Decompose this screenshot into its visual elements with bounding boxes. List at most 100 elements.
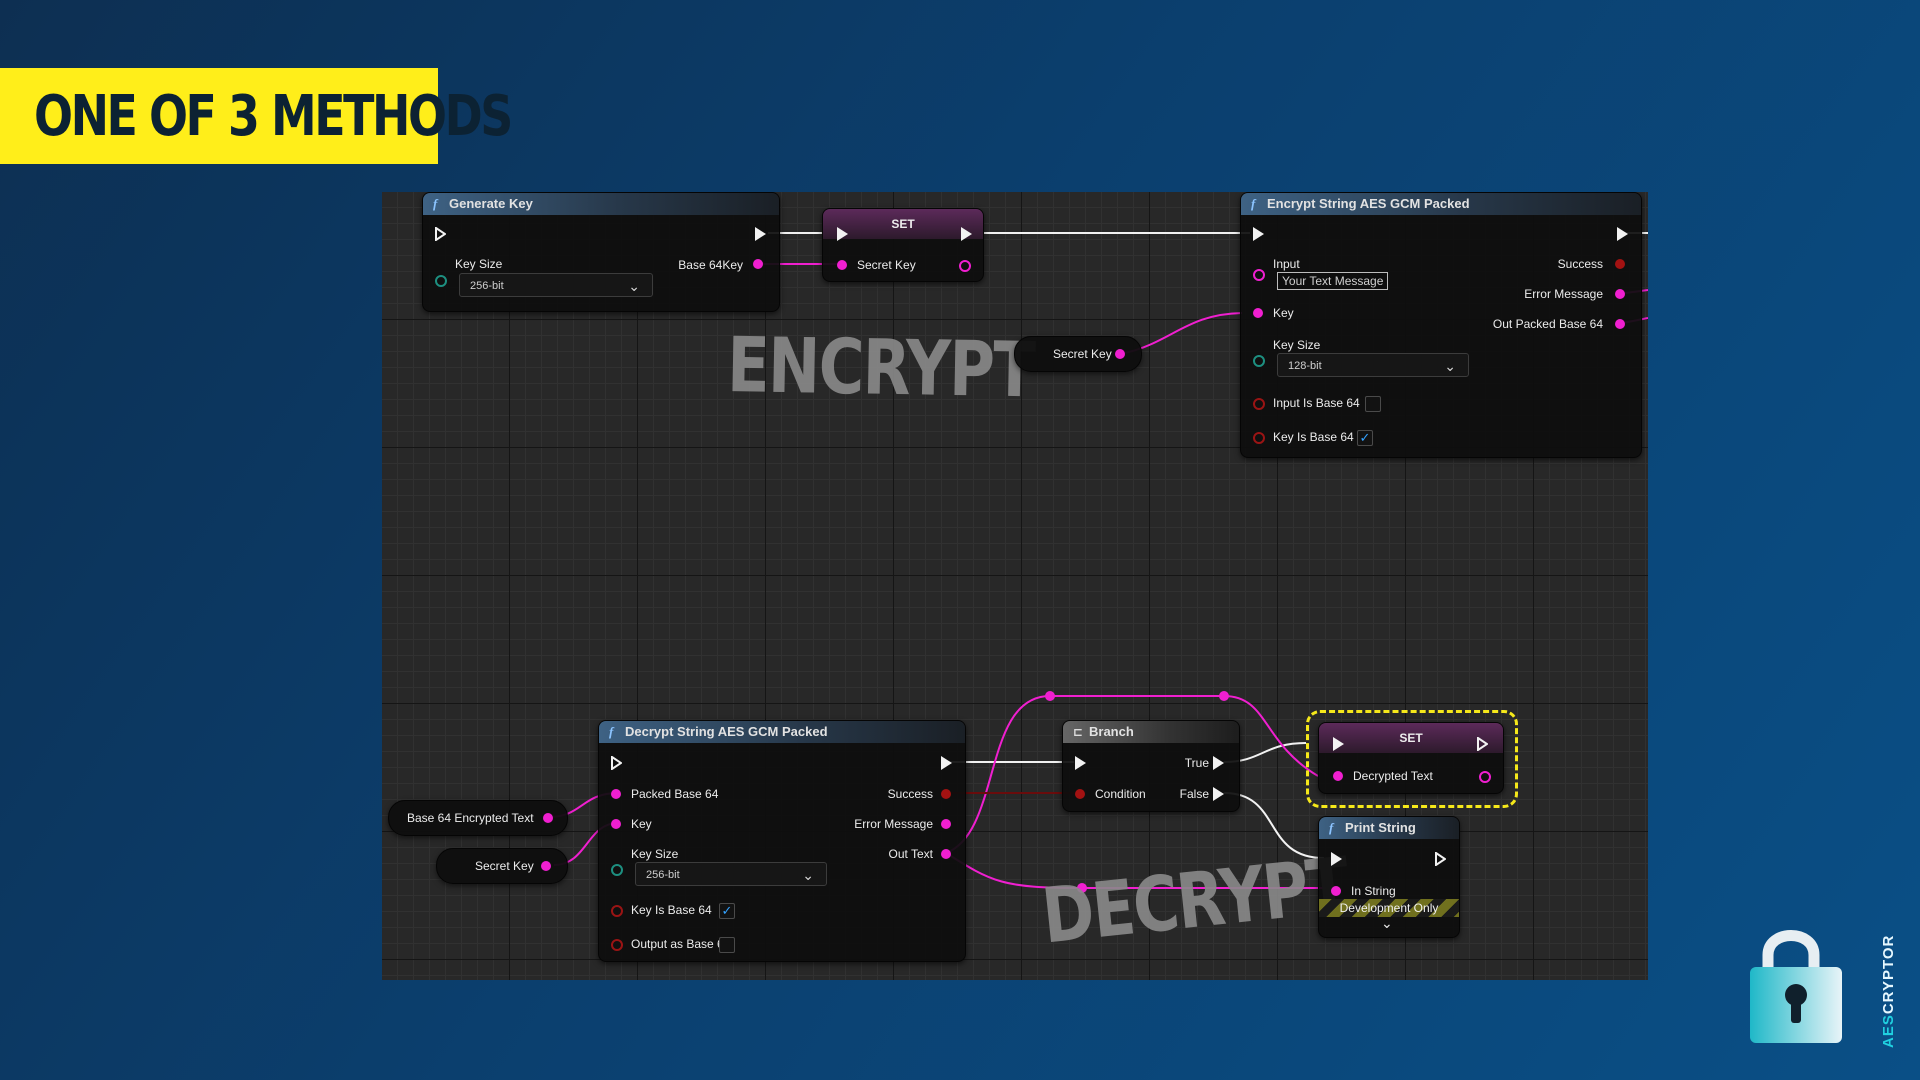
decrypted-text-out-pin[interactable] (1479, 771, 1491, 783)
true-exec-pin[interactable] (1213, 756, 1224, 770)
packed-base64-pin[interactable] (611, 789, 621, 799)
key-pin[interactable] (611, 819, 621, 829)
exec-out-pin[interactable] (941, 756, 952, 770)
expand-icon[interactable]: ⌄ (1381, 915, 1393, 931)
key-size-dropdown[interactable]: 256-bit ⌄ (635, 862, 827, 886)
success-label: Success (887, 787, 933, 801)
node-title: Print String (1345, 820, 1416, 835)
brand-prefix: AES (1880, 1014, 1897, 1048)
variable-out-pin[interactable] (541, 861, 551, 871)
key-pin[interactable] (1253, 308, 1263, 318)
dropdown-value: 128-bit (1288, 360, 1322, 372)
exec-out-pin[interactable] (1617, 227, 1628, 241)
branch-node[interactable]: ⊏Branch Condition True False (1062, 720, 1240, 812)
key-size-pin[interactable] (611, 864, 623, 876)
branch-icon: ⊏ (1073, 725, 1084, 739)
secret-key-out-pin[interactable] (959, 260, 971, 272)
key-is-base64-checkbox[interactable]: ✓ (719, 903, 735, 919)
exec-in-pin[interactable] (837, 227, 848, 241)
set-decrypted-text-node[interactable]: SET Decrypted Text (1318, 722, 1504, 794)
encrypt-watermark: ENCRYPT (726, 320, 1035, 415)
key-size-dropdown[interactable]: 256-bit ⌄ (459, 273, 653, 297)
true-label: True (1184, 756, 1209, 770)
condition-pin[interactable] (1075, 789, 1085, 799)
chevron-down-icon: ⌄ (628, 278, 640, 294)
input-text-field[interactable]: Your Text Message (1277, 272, 1389, 290)
key-size-label: Key Size (455, 257, 503, 271)
secret-key-variable-node[interactable]: Secret Key (1014, 336, 1142, 372)
exec-in-pin[interactable] (435, 227, 446, 241)
banner-text: ONE OF 3 METHODS (34, 83, 513, 149)
key-size-pin[interactable] (1253, 355, 1265, 367)
exec-in-pin[interactable] (1333, 737, 1344, 751)
exec-wire-branch-false-to-print (1223, 792, 1325, 859)
input-is-base64-pin[interactable] (1253, 398, 1265, 410)
dropdown-value: 256-bit (470, 280, 504, 292)
exec-in-pin[interactable] (1253, 227, 1264, 241)
in-string-pin[interactable] (1331, 886, 1341, 896)
function-icon: f (609, 724, 614, 739)
out-packed-pin[interactable] (1615, 319, 1625, 329)
variable-label: Base 64 Encrypted Text (407, 811, 534, 825)
output-as-base64-checkbox[interactable] (719, 937, 735, 953)
function-icon: f (1251, 196, 1256, 211)
key-is-base64-label: Key Is Base 64 (1273, 430, 1354, 444)
selection-highlight (1306, 710, 1518, 808)
success-label: Success (1557, 257, 1603, 271)
variable-out-pin[interactable] (543, 813, 553, 823)
key-is-base64-pin[interactable] (611, 905, 623, 917)
success-pin[interactable] (1615, 259, 1625, 269)
key-is-base64-checkbox[interactable]: ✓ (1357, 430, 1373, 446)
out-text-pin[interactable] (941, 849, 951, 859)
variable-out-pin[interactable] (1115, 349, 1125, 359)
node-header: ⊏Branch (1063, 721, 1239, 743)
chevron-down-icon: ⌄ (802, 867, 814, 883)
exec-in-pin[interactable] (1331, 852, 1342, 866)
node-title: Generate Key (449, 196, 533, 211)
error-message-pin[interactable] (1615, 289, 1625, 299)
output-as-base64-label: Output as Base 64 (631, 937, 731, 951)
condition-label: Condition (1095, 787, 1146, 801)
node-title: Decrypt String AES GCM Packed (625, 724, 828, 739)
output-as-base64-pin[interactable] (611, 939, 623, 951)
exec-in-pin[interactable] (1075, 756, 1086, 770)
secret-key-in-pin[interactable] (837, 260, 847, 270)
variable-label: Secret Key (475, 859, 534, 873)
secret-key-variable-node[interactable]: Secret Key (436, 848, 568, 884)
development-only-banner: Development Only (1319, 899, 1459, 917)
exec-out-pin[interactable] (961, 227, 972, 241)
input-pin[interactable] (1253, 269, 1265, 281)
out-packed-label: Out Packed Base 64 (1492, 317, 1603, 331)
error-message-label: Error Message (1524, 287, 1603, 301)
exec-out-pin[interactable] (755, 227, 766, 241)
exec-in-pin[interactable] (611, 756, 622, 770)
error-message-label: Error Message (854, 817, 933, 831)
out-text-label: Out Text (888, 847, 933, 861)
success-pin[interactable] (941, 789, 951, 799)
key-size-pin[interactable] (435, 275, 447, 287)
false-exec-pin[interactable] (1213, 787, 1224, 801)
key-size-dropdown[interactable]: 128-bit⌄ (1277, 353, 1469, 377)
decrypted-text-label: Decrypted Text (1353, 769, 1433, 783)
base64-encrypted-text-variable-node[interactable]: Base 64 Encrypted Text (388, 800, 568, 836)
set-secret-key-node[interactable]: SET Secret Key (822, 208, 984, 282)
exec-out-pin[interactable] (1435, 852, 1446, 866)
base64key-pin[interactable] (753, 259, 763, 269)
false-label: False (1179, 787, 1209, 801)
error-message-pin[interactable] (941, 819, 951, 829)
key-is-base64-pin[interactable] (1253, 432, 1265, 444)
exec-out-pin[interactable] (1477, 737, 1488, 751)
decrypted-text-in-pin[interactable] (1333, 771, 1343, 781)
key-label: Key (1273, 306, 1294, 320)
dropdown-value: 256-bit (646, 869, 680, 881)
data-wire-outtext-loop (945, 695, 1319, 854)
function-icon: f (1329, 820, 1334, 835)
input-is-base64-checkbox[interactable] (1365, 396, 1381, 412)
